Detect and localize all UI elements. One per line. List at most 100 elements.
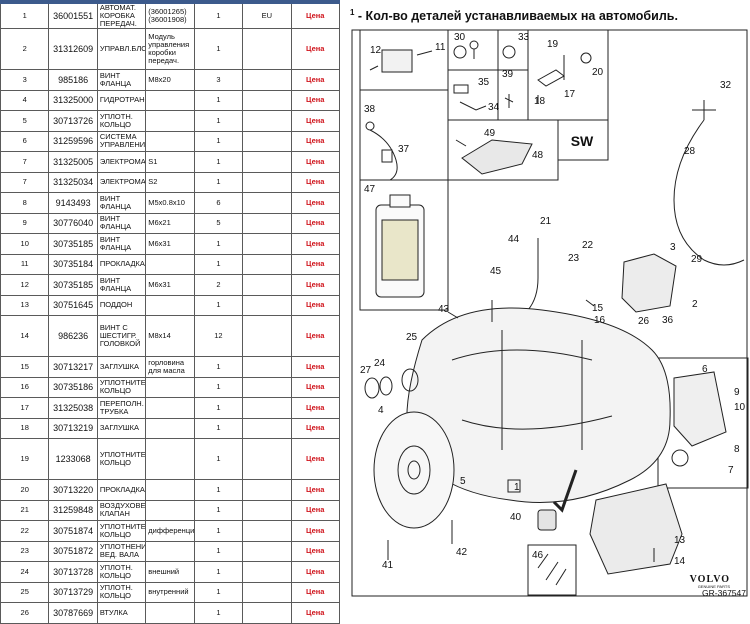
part-quantity: 1 — [193, 294, 244, 316]
part-note: M5x0.8x10 — [145, 192, 195, 214]
price-link[interactable]: Цена — [290, 561, 341, 583]
market-code: EU — [242, 3, 292, 29]
part-description: ВИНТ ФЛАНЦА — [96, 69, 147, 91]
price-link[interactable]: Цена — [290, 233, 341, 255]
price-link[interactable]: Цена — [290, 479, 341, 501]
price-link[interactable]: Цена — [290, 253, 341, 275]
price-link[interactable]: Цена — [290, 110, 341, 132]
row-number: 18 — [0, 417, 50, 439]
row-number: 14 — [0, 315, 50, 357]
price-link[interactable]: Цена — [290, 89, 341, 111]
price-link[interactable]: Цена — [290, 315, 341, 357]
price-link[interactable]: Цена — [290, 69, 341, 91]
price-link[interactable]: Цена — [290, 274, 341, 296]
market-code — [242, 397, 292, 419]
market-code — [242, 581, 292, 603]
callout-37: 37 — [398, 144, 410, 155]
price-link[interactable]: Цена — [290, 438, 341, 480]
market-code — [242, 540, 292, 562]
callout-2: 2 — [692, 299, 698, 310]
market-code — [242, 89, 292, 111]
price-link[interactable]: Цена — [290, 28, 341, 70]
part-quantity: 1 — [193, 602, 244, 624]
price-link[interactable]: Цена — [290, 602, 341, 624]
transmission-exploded-diagram: 1234567891011121314151617181920212223242… — [351, 29, 749, 598]
price-link[interactable]: Цена — [290, 192, 341, 214]
part-description: ПОДДОН — [96, 294, 147, 316]
market-code — [242, 479, 292, 501]
row-number: 11 — [0, 253, 50, 275]
price-link[interactable]: Цена — [290, 130, 341, 152]
callout-5: 5 — [460, 476, 466, 487]
callout-7: 7 — [728, 465, 734, 476]
price-link[interactable]: Цена — [290, 499, 341, 521]
part-note — [145, 540, 195, 562]
callout-45: 45 — [490, 266, 502, 277]
part-description: АВТОМАТ. КОРОБКА ПЕРЕДАЧ. — [96, 3, 147, 29]
price-link[interactable]: Цена — [290, 212, 341, 234]
price-link[interactable]: Цена — [290, 171, 341, 193]
part-number: 30735184 — [48, 253, 98, 275]
part-note — [145, 89, 195, 111]
part-quantity: 3 — [193, 69, 244, 91]
callout-26: 26 — [638, 316, 650, 327]
callout-17: 17 — [564, 89, 576, 100]
part-number: 986236 — [48, 315, 98, 357]
part-quantity: 1 — [193, 233, 244, 255]
table-row: 2230751874УПЛОТНИТЕЛЬНОЕ КОЛЬЦОдифференц… — [0, 520, 341, 542]
part-number: 30751645 — [48, 294, 98, 316]
price-link[interactable]: Цена — [290, 581, 341, 603]
part-quantity: 1 — [193, 561, 244, 583]
market-code — [242, 233, 292, 255]
part-number: 30713728 — [48, 561, 98, 583]
part-note — [145, 294, 195, 316]
market-code — [242, 151, 292, 173]
callout-3: 3 — [670, 242, 676, 253]
price-link[interactable]: Цена — [290, 417, 341, 439]
part-quantity: 1 — [193, 499, 244, 521]
volvo-logo: VOLVO — [690, 574, 730, 585]
price-link[interactable]: Цена — [290, 356, 341, 378]
price-link[interactable]: Цена — [290, 151, 341, 173]
price-link[interactable]: Цена — [290, 376, 341, 398]
row-number: 13 — [0, 294, 50, 316]
price-link[interactable]: Цена — [290, 397, 341, 419]
part-note — [145, 479, 195, 501]
genuine-parts-text: GENUINE PARTS — [698, 584, 731, 589]
part-note: M6x31 — [145, 233, 195, 255]
market-code — [242, 274, 292, 296]
part-quantity: 1 — [193, 110, 244, 132]
part-description: УПЛОТНИТЕЛЬНОЕ КОЛЬЦО — [96, 520, 147, 542]
part-number: 31259596 — [48, 130, 98, 152]
part-description: ВИНТ ФЛАНЦА — [96, 192, 147, 214]
row-number: 24 — [0, 561, 50, 583]
market-code — [242, 602, 292, 624]
row-number: 7 — [0, 151, 50, 173]
row-number: 21 — [0, 499, 50, 521]
price-link[interactable]: Цена — [290, 294, 341, 316]
part-quantity: 5 — [193, 212, 244, 234]
part-note — [145, 499, 195, 521]
row-number: 12 — [0, 274, 50, 296]
part-quantity: 1 — [193, 89, 244, 111]
price-link[interactable]: Цена — [290, 520, 341, 542]
price-link[interactable]: Цена — [290, 3, 341, 29]
part-description: ЗАГЛУШКА — [96, 417, 147, 439]
price-link[interactable]: Цена — [290, 540, 341, 562]
callout-28: 28 — [684, 146, 696, 157]
part-quantity: 1 — [193, 581, 244, 603]
part-description: УПЛОТН. КОЛЬЦО — [96, 581, 147, 603]
part-note — [145, 110, 195, 132]
footnote-text: - Кол-во деталей устанавливаемых на авто… — [354, 9, 678, 24]
part-quantity: 1 — [193, 438, 244, 480]
part-quantity: 1 — [193, 253, 244, 275]
market-code — [242, 520, 292, 542]
